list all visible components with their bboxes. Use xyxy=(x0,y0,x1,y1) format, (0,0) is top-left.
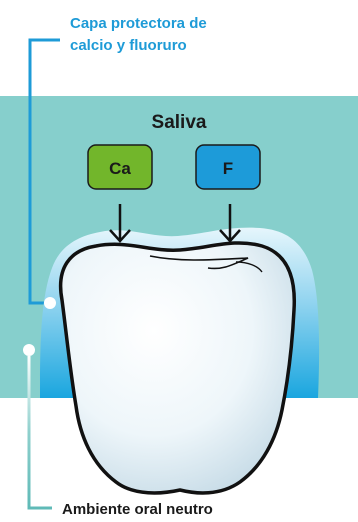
connector-dot-icon xyxy=(23,344,35,356)
oral-environment-label: Ambiente oral neutro xyxy=(62,501,213,518)
calcium-ion-label: Ca xyxy=(109,159,131,178)
connector-dot-icon xyxy=(44,297,56,309)
tooth-icon xyxy=(61,243,295,493)
saliva-label: Saliva xyxy=(152,112,207,133)
protective-layer-label-line2: calcio y fluoruro xyxy=(70,37,187,54)
protective-layer-label-line1: Capa protectora de xyxy=(70,15,207,32)
fluoride-ion-label: F xyxy=(223,159,233,178)
